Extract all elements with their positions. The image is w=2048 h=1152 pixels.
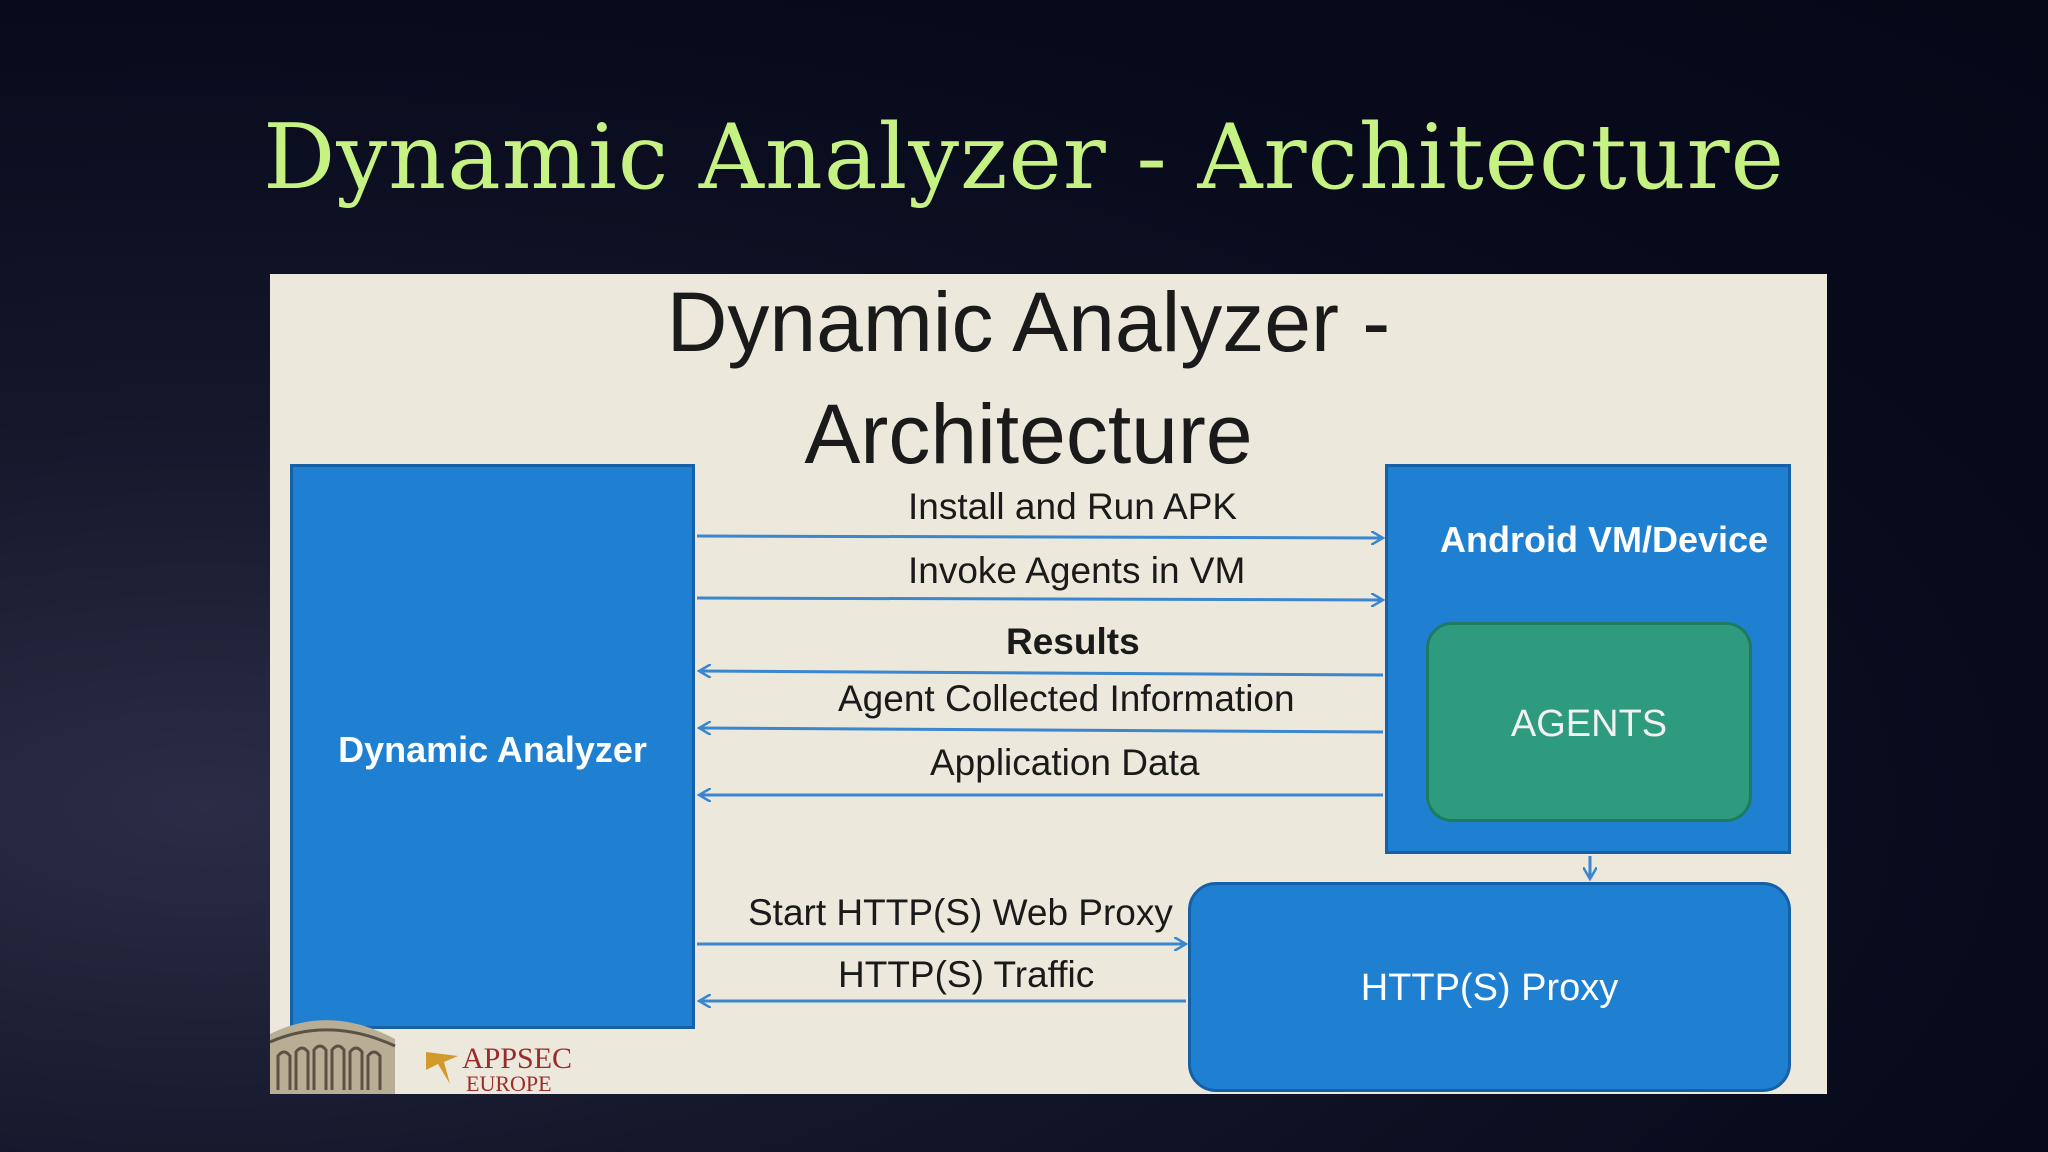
- label-install-run: Install and Run APK: [908, 486, 1238, 527]
- colosseum-logo: [270, 1020, 396, 1094]
- arrow-results: [699, 671, 1384, 675]
- appsec-mark-icon: [426, 1052, 458, 1084]
- label-invoke-agents: Invoke Agents in VM: [908, 550, 1246, 591]
- appsec-europe-logo: APPSEC EUROPE: [418, 1044, 572, 1094]
- diagram-title-line-1: Dynamic Analyzer -: [666, 275, 1391, 369]
- label-start-proxy: Start HTTP(S) Web Proxy: [748, 892, 1173, 933]
- diagram-title-line-2: Architecture: [804, 387, 1253, 481]
- slide-title: Dynamic Analyzer - Architecture: [263, 105, 1785, 210]
- label-agent-info: Agent Collected Information: [838, 678, 1295, 719]
- dynamic-analyzer-label: Dynamic Analyzer: [338, 729, 647, 770]
- http-proxy-box: HTTP(S) Proxy: [1188, 882, 1791, 1092]
- arrow-invoke-agents: [696, 598, 1383, 600]
- android-device-box: Android VM/Device AGENTS: [1385, 464, 1791, 854]
- appsec-text: APPSEC: [462, 1042, 573, 1075]
- label-traffic: HTTP(S) Traffic: [838, 954, 1095, 995]
- architecture-diagram: Dynamic Analyzer - Architecture Dynamic …: [270, 274, 1827, 1094]
- agents-box: AGENTS: [1426, 622, 1752, 822]
- dynamic-analyzer-box: Dynamic Analyzer: [290, 464, 695, 1029]
- label-app-data: Application Data: [930, 742, 1200, 783]
- arrow-agent-info: [699, 728, 1384, 732]
- arrow-layer: [270, 274, 1827, 1094]
- http-proxy-label: HTTP(S) Proxy: [1360, 967, 1619, 1009]
- agents-label: AGENTS: [1510, 703, 1668, 745]
- label-results: Results: [1006, 621, 1140, 662]
- android-device-label: Android VM/Device: [1440, 519, 1769, 560]
- arrow-install-run: [696, 536, 1383, 538]
- europe-text: EUROPE: [466, 1071, 552, 1095]
